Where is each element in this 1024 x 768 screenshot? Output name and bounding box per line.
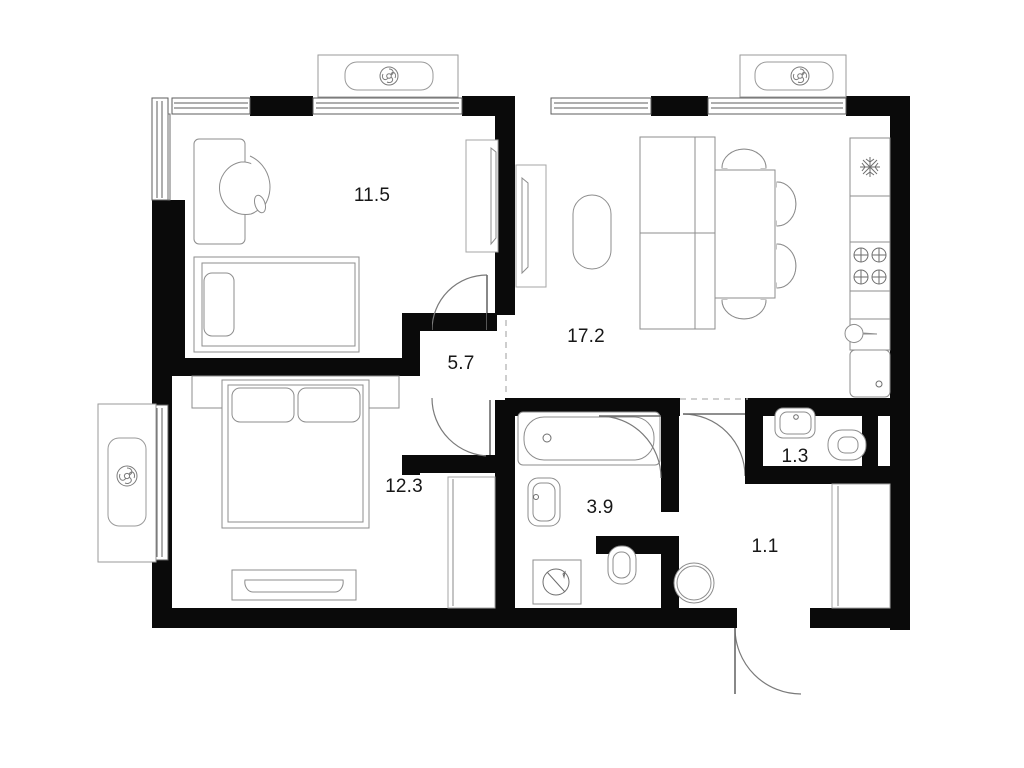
wall-living-wc-top xyxy=(745,398,910,416)
area-label-wc: 1.3 xyxy=(781,446,808,467)
cooktop xyxy=(849,241,891,292)
window-study-top xyxy=(171,97,251,115)
wall-bath-bottom-inner xyxy=(596,536,679,554)
fan-icon xyxy=(116,465,138,487)
wall-wc-right xyxy=(862,398,878,484)
washing-machine xyxy=(532,559,582,605)
kitchen-sink xyxy=(849,349,891,398)
sofa xyxy=(639,136,716,330)
bathtub-drain-icon xyxy=(542,433,552,443)
wall-study-bedroom xyxy=(165,358,418,376)
air-conditioner-bedroom xyxy=(97,403,157,563)
wall-partition-bath-left xyxy=(495,400,515,610)
door-study-hall[interactable] xyxy=(418,274,497,331)
fan-icon xyxy=(379,66,399,86)
door-bedroom-hall[interactable] xyxy=(418,397,498,473)
dining-table xyxy=(714,169,776,299)
doors-group xyxy=(418,274,820,695)
kitchen-cabinet-1 xyxy=(849,195,891,243)
open-passages xyxy=(505,320,748,400)
window-study-corner xyxy=(151,97,171,201)
bathtub xyxy=(517,411,661,466)
area-label-hall: 5.7 xyxy=(447,353,474,374)
pillow xyxy=(203,272,235,337)
wall-top-seg-3 xyxy=(651,96,708,116)
office-chair xyxy=(219,155,271,215)
snowflake-icon xyxy=(860,157,880,177)
washbasin-wc xyxy=(774,407,816,439)
area-label-bedroom: 12.3 xyxy=(385,476,423,497)
wall-tv-living xyxy=(515,164,547,288)
furniture-bedroom xyxy=(191,375,496,609)
furniture-wc xyxy=(774,407,867,461)
dining-chair-right-2 xyxy=(776,243,797,289)
wall-entry-jamb-right xyxy=(818,608,838,628)
wall-wc-left xyxy=(745,398,763,480)
wardrobe xyxy=(447,476,496,609)
ac-units-group xyxy=(97,54,847,563)
dining-chair-top xyxy=(721,148,767,169)
area-label-study: 11.5 xyxy=(354,185,390,206)
air-conditioner-living xyxy=(739,54,847,98)
double-bed xyxy=(191,375,400,529)
furniture-bathroom xyxy=(517,411,661,605)
wall-bath-right-upper xyxy=(661,398,679,508)
dining-chair-bottom xyxy=(721,299,767,320)
wall-right-exterior xyxy=(890,96,910,630)
washbasin xyxy=(527,477,561,527)
wall-bottom-right xyxy=(818,608,910,628)
area-label-living: 17.2 xyxy=(567,326,605,347)
wall-bottom-bath xyxy=(495,608,735,628)
window-living-top-2 xyxy=(707,97,847,115)
wall-left-upper-thick xyxy=(152,200,185,368)
door-bathroom[interactable] xyxy=(598,415,679,512)
kitchen-cabinet-2 xyxy=(849,290,891,320)
burner-icon xyxy=(853,247,887,285)
fan-icon xyxy=(790,66,810,86)
wall-hall-top xyxy=(402,313,497,331)
sink-drain-icon xyxy=(875,380,883,388)
dining-chair-right-1 xyxy=(776,181,797,227)
air-conditioner-study xyxy=(317,54,459,98)
door-entrance[interactable] xyxy=(727,608,820,695)
area-label-entry: 1.1 xyxy=(751,536,778,557)
furniture-study xyxy=(193,138,499,353)
wall-top-seg-1 xyxy=(250,96,313,116)
window-study-top-2 xyxy=(312,97,463,115)
basin-drain-icon xyxy=(533,494,539,500)
door-wc[interactable] xyxy=(682,413,763,480)
wall-bath-right-lower xyxy=(661,536,679,610)
dresser xyxy=(231,569,357,601)
wall-wc-bottom-right xyxy=(862,466,910,484)
wall-bottom-left xyxy=(152,608,515,628)
hood-icon xyxy=(844,324,878,343)
basin-drain-icon xyxy=(793,414,799,420)
storage-closet xyxy=(831,483,891,609)
pillow xyxy=(231,387,295,423)
toilet-wc xyxy=(827,429,867,461)
single-bed xyxy=(193,256,360,353)
toilet xyxy=(607,545,637,585)
furniture-living xyxy=(515,136,891,398)
area-labels-group: 11.5 17.2 5.7 12.3 3.9 1.3 1.1 xyxy=(354,185,808,557)
wall-partition-living-left xyxy=(495,110,515,315)
pillow xyxy=(297,387,361,423)
furniture-entry xyxy=(673,483,891,609)
area-label-bathroom: 3.9 xyxy=(586,497,613,518)
wall-wc-bottom xyxy=(745,466,870,484)
wall-left-lower-thick xyxy=(152,560,172,622)
armchair xyxy=(572,194,612,270)
wall-tv-study xyxy=(465,139,499,253)
kitchen-counter xyxy=(844,137,891,398)
round-stool xyxy=(673,562,715,604)
window-living-top-1 xyxy=(550,97,652,115)
windows-group xyxy=(151,97,847,561)
